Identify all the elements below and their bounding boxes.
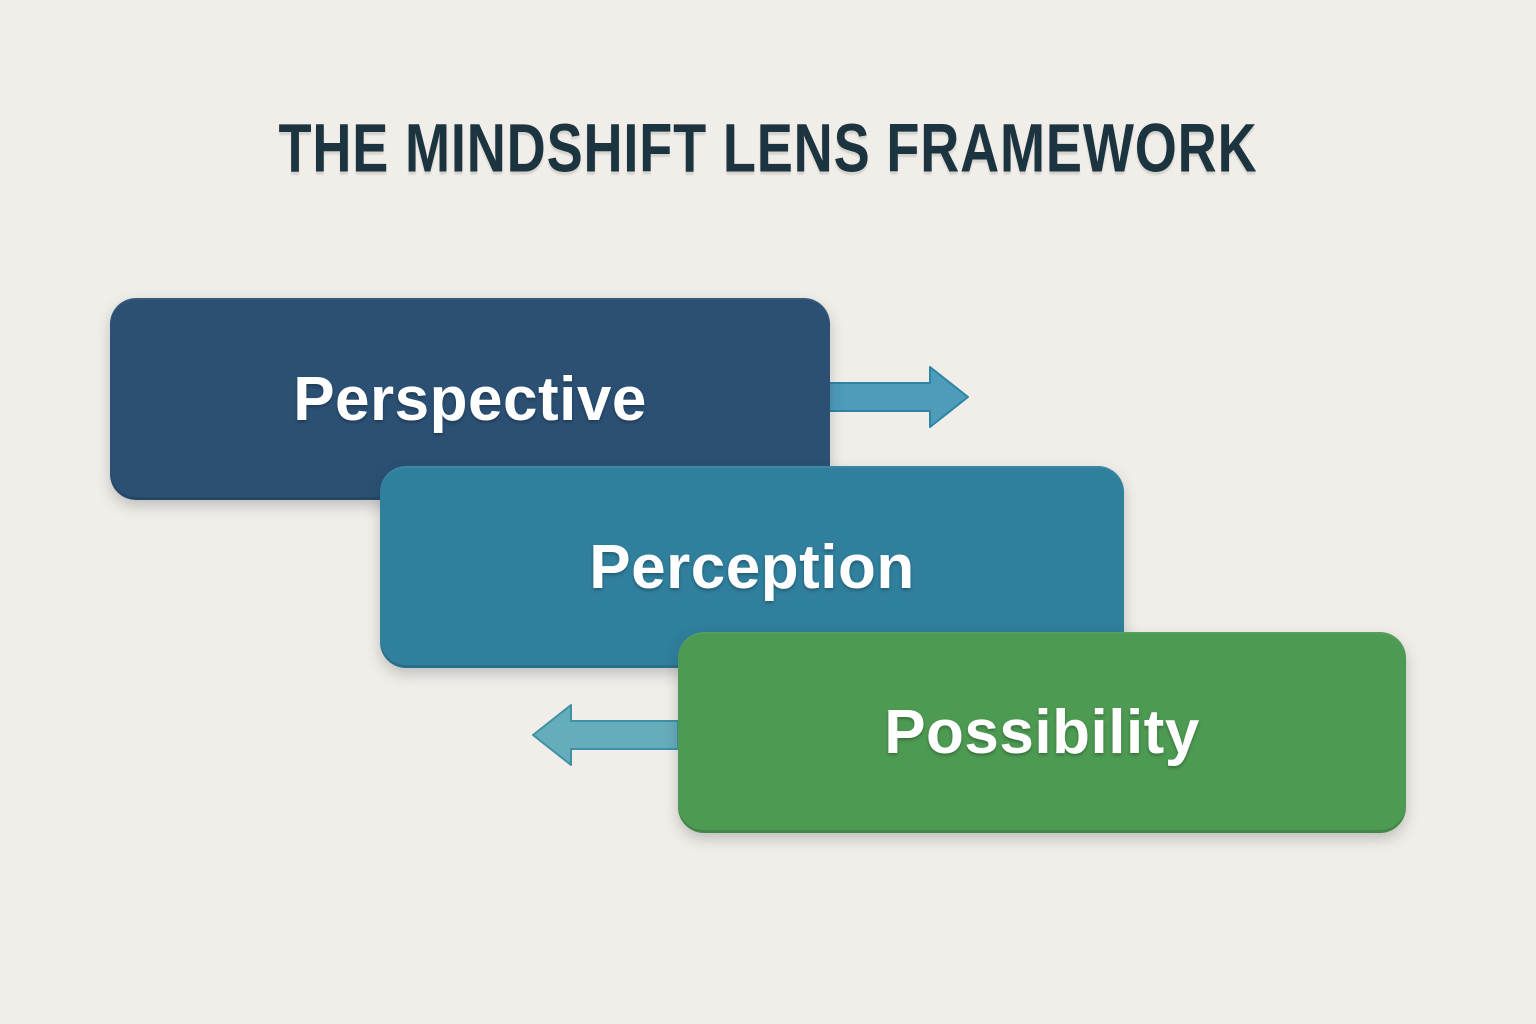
possibility-label: Possibility: [884, 698, 1200, 767]
perspective-label: Perspective: [293, 364, 647, 434]
perception-label: Perception: [589, 532, 915, 602]
page-title: THE MINDSHIFT LENS FRAMEWORK: [278, 109, 1258, 186]
possibility-box: Possibility: [678, 632, 1406, 833]
left-arrow-icon: [532, 704, 679, 766]
right-arrow-icon: [827, 366, 969, 428]
title-container: THE MINDSHIFT LENS FRAMEWORK: [0, 108, 1536, 186]
